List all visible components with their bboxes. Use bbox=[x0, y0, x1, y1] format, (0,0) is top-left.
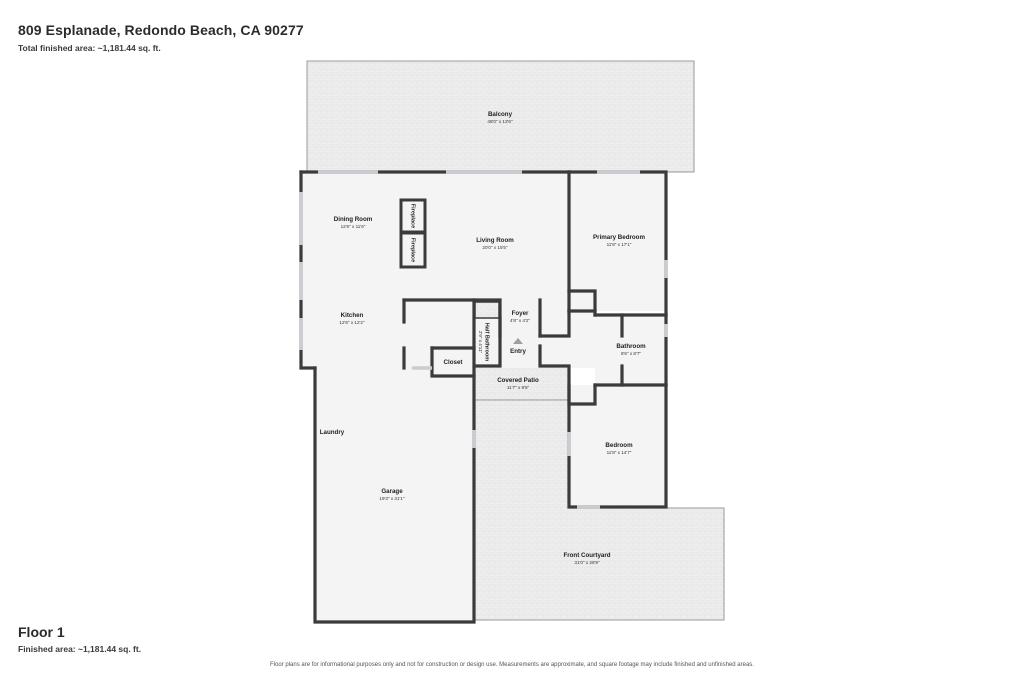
balcony-dims: 48'0" x 13'6" bbox=[487, 119, 513, 124]
fireplace-label-lower: Fireplace bbox=[410, 238, 416, 263]
entry-name: Entry bbox=[510, 348, 526, 355]
balcony-area bbox=[306, 60, 695, 173]
dining-room-dims: 12'6" x 11'6" bbox=[341, 224, 366, 229]
fireplace-label-upper: Fireplace bbox=[410, 204, 416, 229]
floor-finished-area: Finished area: ~1,181.44 sq. ft. bbox=[18, 644, 142, 654]
half-bathroom-name: Half Bathroom bbox=[484, 323, 490, 362]
bedroom-dims: 11'8" x 14'7" bbox=[607, 450, 632, 455]
disclaimer: Floor plans are for informational purpos… bbox=[270, 662, 754, 668]
floor-title: Floor 1 bbox=[18, 624, 65, 640]
kitchen-name: Kitchen bbox=[341, 312, 364, 319]
bathroom-name: Bathroom bbox=[616, 343, 646, 350]
foyer-dims: 4'8" x 4'2" bbox=[510, 318, 530, 323]
primary-bedroom-dims: 11'8" x 17'1" bbox=[607, 242, 632, 247]
covered-patio-name: Covered Patio bbox=[497, 377, 539, 384]
entry-arrow-icon bbox=[513, 338, 523, 344]
closet-name: Closet bbox=[444, 359, 463, 366]
fireplace-upper bbox=[399, 198, 427, 234]
living-room-dims: 20'0" x 15'5" bbox=[482, 245, 508, 250]
primary-bedroom-name: Primary Bedroom bbox=[593, 234, 645, 241]
front-courtyard-name: Front Courtyard bbox=[563, 552, 610, 559]
half-bathroom-dims: 2'9" x 4'11" bbox=[478, 331, 483, 354]
garage-dims: 19'3" x 31'1" bbox=[379, 496, 405, 501]
bathroom-dims: 8'6" x 8'7" bbox=[621, 351, 641, 356]
foyer-name: Foyer bbox=[512, 310, 529, 317]
fireplace-lower bbox=[399, 231, 427, 269]
laundry-name: Laundry bbox=[320, 429, 345, 436]
total-finished-area: Total finished area: ~1,181.44 sq. ft. bbox=[18, 43, 161, 53]
bedroom-name: Bedroom bbox=[605, 442, 633, 449]
garage-name: Garage bbox=[381, 488, 403, 495]
interior-floor bbox=[301, 172, 666, 622]
property-address: 809 Esplanade, Redondo Beach, CA 90277 bbox=[18, 22, 304, 38]
balcony-name: Balcony bbox=[488, 111, 513, 118]
front-courtyard-dims: 31'0" x 26'9" bbox=[574, 560, 600, 565]
covered-patio-dims: 11'7" x 8'5" bbox=[507, 385, 530, 390]
half-bath-fixture bbox=[474, 301, 500, 319]
kitchen-dims: 12'6" x 12'2" bbox=[339, 320, 365, 325]
dining-room-name: Dining Room bbox=[334, 216, 373, 223]
living-room-name: Living Room bbox=[476, 237, 514, 244]
windows bbox=[299, 170, 668, 509]
